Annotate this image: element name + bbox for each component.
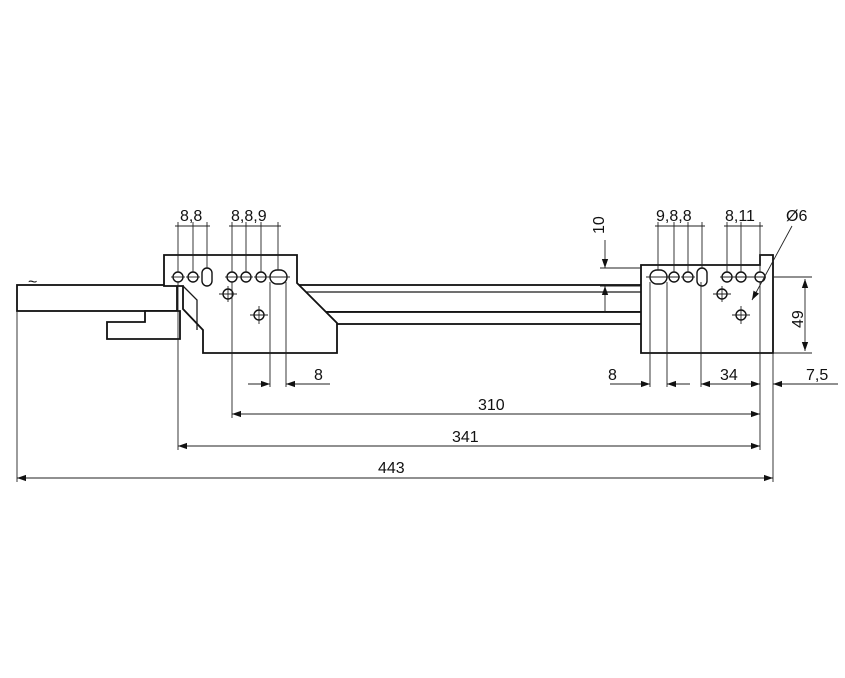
label-7-5: 7,5 — [806, 367, 828, 384]
slot-hole-icon — [201, 267, 213, 287]
left-bracket-holes — [171, 267, 290, 324]
slot-hole-icon — [696, 267, 708, 287]
right-bracket-holes — [646, 267, 766, 324]
label-443: 443 — [378, 460, 405, 477]
upper-rail — [289, 284, 643, 313]
label-9-8-8-right: 9,8,8 — [656, 208, 692, 225]
left-mounting-bracket — [163, 254, 338, 354]
dim-49 — [773, 276, 812, 354]
top-dimension-lines — [175, 222, 763, 272]
left-rail-extension — [16, 284, 178, 312]
bottom-extension-lines — [16, 282, 774, 482]
center-marks — [171, 276, 290, 324]
left-bracket-inner-edge — [182, 285, 198, 330]
slide-rails — [16, 284, 643, 340]
label-8-8-left: 8,8 — [180, 208, 202, 225]
label-8-8-9-left: 8,8,9 — [231, 208, 267, 225]
label-8-right: 8 — [608, 367, 617, 384]
label-diameter: Ø6 — [786, 208, 807, 225]
diameter-leader — [751, 225, 793, 301]
label-34: 34 — [720, 367, 738, 384]
center-marks — [646, 276, 766, 324]
label-341: 341 — [452, 429, 479, 446]
label-310: 310 — [478, 397, 505, 414]
lower-tab — [106, 310, 181, 340]
label-rail-end: ~ — [28, 274, 37, 291]
label-8-11-right: 8,11 — [725, 208, 755, 225]
middle-rail — [289, 311, 643, 325]
label-10: 10 — [591, 216, 608, 234]
label-49: 49 — [790, 310, 807, 328]
label-8-left: 8 — [314, 367, 323, 384]
